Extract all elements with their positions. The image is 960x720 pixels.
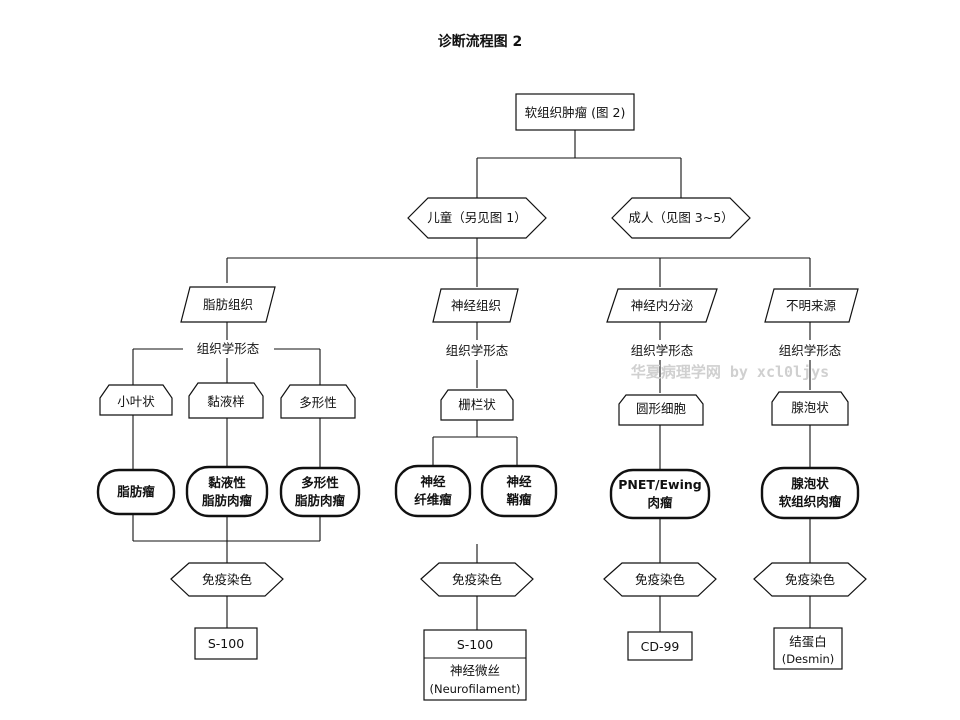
tissue-unknown: 不明来源 [764, 288, 859, 323]
morph-label-neural: 组织学形态 [446, 343, 509, 358]
tumor-myxoid-liposarcoma: 黏液性 脂肪肉瘤 [185, 465, 269, 518]
tissue-fat: 脂肪组织 [180, 286, 276, 323]
svg-text:脂肪肉瘤: 脂肪肉瘤 [294, 493, 346, 508]
svg-text:腺泡状: 腺泡状 [791, 476, 829, 491]
svg-text:神经微丝: 神经微丝 [450, 663, 500, 678]
svg-text:纤维瘤: 纤维瘤 [414, 492, 452, 507]
marker-s100-fat: S-100 [194, 627, 258, 660]
svg-text:免疫染色: 免疫染色 [202, 572, 253, 587]
tumor-neurofibroma: 神经 纤维瘤 [394, 464, 472, 518]
svg-text:脂肪瘤: 脂肪瘤 [116, 484, 155, 499]
svg-text:神经: 神经 [420, 474, 446, 489]
svg-text:CD-99: CD-99 [641, 639, 680, 654]
svg-text:S-100: S-100 [208, 636, 244, 651]
ihc-unknown: 免疫染色 [753, 562, 867, 597]
pattern-alveolar: 腺泡状 [771, 391, 849, 426]
ihc-neural: 免疫染色 [420, 562, 534, 597]
pattern-lobular: 小叶状 [99, 384, 173, 416]
decision-child: 儿童（另见图 1） [407, 197, 547, 239]
svg-text:(Desmin): (Desmin) [782, 652, 835, 666]
pattern-pleomorphic: 多形性 [280, 384, 356, 419]
decision-child-label: 儿童（另见图 1） [427, 210, 526, 225]
svg-text:软组织肉瘤: 软组织肉瘤 [779, 494, 842, 509]
tissue-fat-label: 脂肪组织 [203, 297, 253, 312]
tumor-pleomorphic-liposarcoma: 多形性 脂肪肉瘤 [279, 466, 361, 518]
connectors [132, 130, 811, 632]
ihc-fat: 免疫染色 [170, 562, 284, 597]
morph-label-fat: 组织学形态 [197, 341, 260, 356]
marker-desmin: 结蛋白 (Desmin) [773, 627, 843, 670]
morph-label-unknown: 组织学形态 [779, 343, 842, 358]
tumor-lipoma: 脂肪瘤 [96, 468, 176, 516]
svg-text:(Neurofilament): (Neurofilament) [429, 682, 520, 696]
tissue-unknown-label: 不明来源 [786, 298, 837, 313]
svg-text:多形性: 多形性 [301, 475, 339, 490]
tumor-schwannoma: 神经 鞘瘤 [480, 464, 558, 518]
svg-text:栅栏状: 栅栏状 [458, 397, 496, 412]
tissue-neuroendocrine: 神经内分泌 [606, 288, 718, 323]
svg-text:小叶状: 小叶状 [117, 394, 155, 409]
decision-adult: 成人（见图 3~5） [611, 197, 751, 239]
tissue-neural: 神经组织 [432, 288, 519, 323]
svg-text:S-100: S-100 [457, 637, 493, 652]
tissue-neural-label: 神经组织 [451, 298, 501, 313]
ihc-neuroendocrine: 免疫染色 [603, 562, 717, 597]
marker-cd99: CD-99 [627, 631, 693, 661]
marker-s100-neurofilament: S-100 神经微丝 (Neurofilament) [423, 629, 527, 701]
svg-text:免疫染色: 免疫染色 [452, 572, 503, 587]
tumor-pnet-ewing: PNET/Ewing 肉瘤 [609, 468, 711, 520]
svg-text:PNET/Ewing: PNET/Ewing [618, 477, 701, 492]
tissue-neuroendocrine-label: 神经内分泌 [631, 298, 694, 313]
svg-text:多形性: 多形性 [299, 395, 337, 410]
svg-text:鞘瘤: 鞘瘤 [506, 492, 532, 507]
svg-text:腺泡状: 腺泡状 [791, 400, 829, 415]
root-node: 软组织肿瘤 (图 2) [515, 93, 635, 131]
pattern-round-cell: 圆形细胞 [618, 394, 704, 426]
svg-text:脂肪肉瘤: 脂肪肉瘤 [201, 493, 253, 508]
pattern-palisading: 栅栏状 [440, 389, 514, 421]
watermark: 华夏病理学网 by xcl0ljys [631, 363, 829, 381]
morph-label-neuroendocrine: 组织学形态 [631, 343, 694, 358]
svg-text:黏液性: 黏液性 [208, 475, 246, 490]
decision-adult-label: 成人（见图 3~5） [628, 210, 733, 225]
svg-text:结蛋白: 结蛋白 [789, 634, 827, 649]
svg-text:肉瘤: 肉瘤 [647, 495, 673, 510]
svg-text:神经: 神经 [506, 474, 532, 489]
diagram-title: 诊断流程图 2 [438, 33, 523, 50]
root-label: 软组织肿瘤 (图 2) [525, 105, 626, 120]
svg-text:免疫染色: 免疫染色 [785, 572, 836, 587]
tumor-alveolar-soft-part-sarcoma: 腺泡状 软组织肉瘤 [760, 466, 860, 520]
svg-text:圆形细胞: 圆形细胞 [636, 401, 687, 416]
pattern-myxoid: 黏液样 [188, 382, 264, 419]
svg-text:免疫染色: 免疫染色 [635, 572, 686, 587]
svg-text:黏液样: 黏液样 [207, 394, 245, 409]
